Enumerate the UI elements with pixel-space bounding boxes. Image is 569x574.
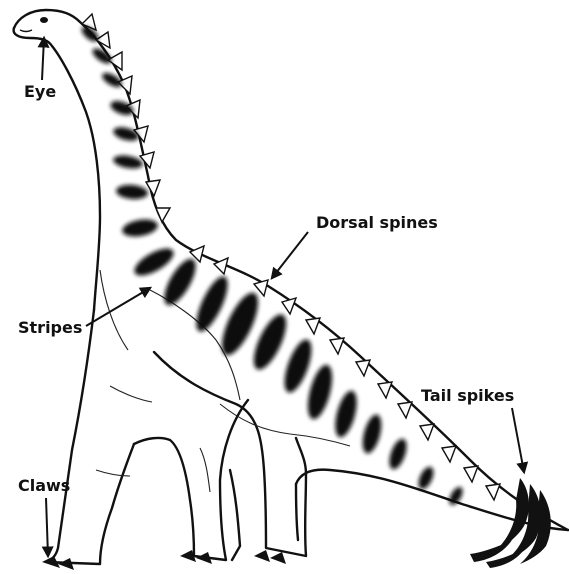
eye-arrow bbox=[42, 38, 44, 80]
label-stripes: Stripes bbox=[18, 320, 82, 336]
tail-spikes bbox=[470, 478, 551, 568]
dinosaur-body bbox=[14, 10, 568, 564]
tail-spikes-arrow bbox=[512, 408, 524, 472]
claws-arrow bbox=[46, 498, 48, 556]
stripes bbox=[79, 24, 465, 507]
label-dorsal-spines: Dorsal spines bbox=[316, 215, 438, 231]
label-eye: Eye bbox=[24, 84, 56, 100]
dorsal-spines-arrow bbox=[272, 232, 308, 278]
label-tail-spikes: Tail spikes bbox=[421, 388, 514, 404]
claws bbox=[42, 550, 286, 570]
eye-dot bbox=[40, 17, 48, 23]
label-claws: Claws bbox=[18, 478, 70, 494]
mouth-line bbox=[20, 30, 32, 32]
